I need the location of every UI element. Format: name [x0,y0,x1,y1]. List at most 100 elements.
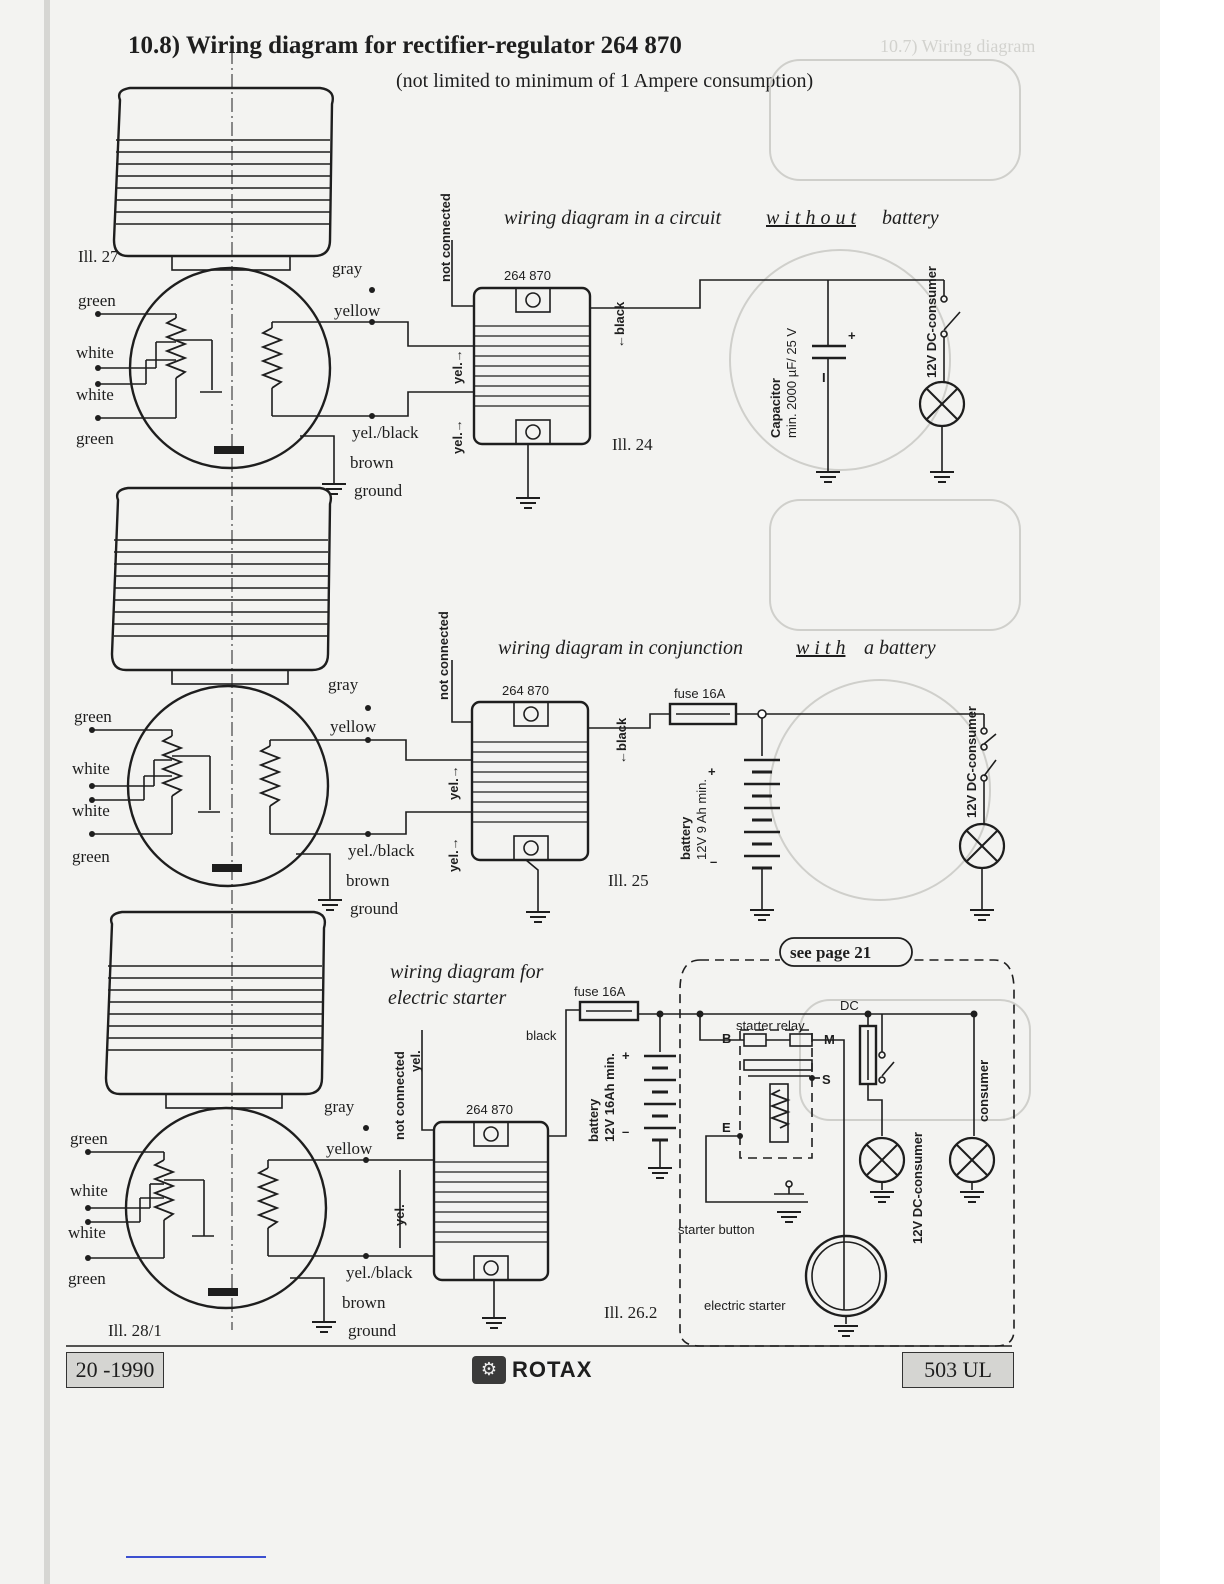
yel-label-nc: yel. [408,1050,423,1072]
diagram-with-battery: green white white green gray yellow yel.… [72,486,1006,923]
link-underline[interactable] [126,1556,266,1558]
svg-text:+: + [708,764,716,779]
stator [85,1106,369,1333]
black-arrow-1: ←black [612,301,627,348]
cylinder-head [110,486,333,685]
stator [89,684,371,911]
svg-text:I: I [822,370,826,385]
electric-starter-label: electric starter [704,1298,786,1313]
not-connected-label-3: not connected [392,1051,407,1140]
battery-label-3a: battery [586,1098,601,1142]
yel-arrow-1: yel.→ [450,349,465,384]
electric-starter-motor [804,1234,888,1337]
diagram-without-battery: Ill. 27 green white white green gray yel… [76,50,966,1330]
fuse-icon [668,702,738,726]
rotax-brand: ⚙ ROTAX [472,1354,592,1386]
consumer-label-1: 12V DC-consumer [924,266,939,378]
fuse-label-2: fuse 16A [674,686,726,701]
wire-ground: ground [354,481,403,500]
heading-without-post: battery [882,207,939,229]
consumer-label-2: 12V DC-consumer [964,706,979,818]
wire-yellow-3: yellow [326,1139,373,1158]
ill-27-label: Ill. 27 [78,247,119,266]
cylinder-head [112,86,334,271]
yel-arrow-2: yel.→ [450,419,465,454]
svg-text:+: + [622,1048,630,1063]
wire-gray-2: gray [328,675,359,694]
starter-relay-label: starter relay [736,1018,805,1033]
wire-white-1: white [76,343,114,362]
ill-28-label: Ill. 28/1 [108,1321,162,1340]
consumer-label-3a: 12V DC-consumer [910,1132,925,1244]
lamp-icon [948,1136,996,1184]
wire-white-3: white [72,759,110,778]
wire-green-3: green [74,707,112,726]
starter-button-label: starter button [678,1222,755,1237]
heading-without-pre: wiring diagram in a circuit [504,207,721,229]
ill-25-label: Ill. 25 [608,871,649,890]
heading-with-pre: wiring diagram in conjunction [498,637,743,659]
stator [95,50,375,1330]
wire-brown: brown [350,453,394,472]
relay-terminal-b: B [722,1031,731,1046]
page-binding-edge [44,0,50,1584]
cylinder-head [104,910,327,1109]
black-label-3: black [526,1028,557,1043]
fuse-icon [578,1000,640,1022]
wire-yellow-2: yellow [330,717,377,736]
page-subtitle: (not limited to minimum of 1 Ampere cons… [396,70,814,92]
not-connected-label-2: not connected [436,611,451,700]
wire-white-4: white [72,801,110,820]
wire-yel-black-2: yel./black [348,841,415,860]
regulator-part-number-3: 264 870 [466,1102,513,1117]
relay-terminal-s: S [822,1072,831,1087]
fuse-label-3: fuse 16A [574,984,626,999]
wire-green-2: green [76,429,114,448]
heading-with-em: w i t h [796,637,845,659]
dc-label: DC [840,998,859,1013]
dc-fuse-switch [858,1014,895,1136]
wire-green-4: green [72,847,110,866]
switch-icon [980,714,997,824]
wire-green-1: green [78,291,116,310]
battery-label-2a: battery [678,816,693,860]
svg-text:–: – [710,854,717,869]
regulator-264870-3 [432,1120,550,1329]
footer-page-number: 20 -1990 [66,1352,164,1388]
ill-26-label: Ill. 26.2 [604,1303,657,1322]
wire-brown-2: brown [346,871,390,890]
wire-yel-black: yel./black [352,423,419,442]
regulator-part-number-2: 264 870 [502,683,549,698]
wire-gray-3: gray [324,1097,355,1116]
not-connected-label-1: not connected [438,193,453,282]
wire-green-6: green [68,1269,106,1288]
wire-yel-black-3: yel./black [346,1263,413,1282]
starter-button-icon [770,1180,808,1223]
yel-arrow-4: yel.→ [446,837,461,872]
yel-arrow-3: yel.→ [446,765,461,800]
svg-text:10.7) Wiring diagram: 10.7) Wiring diagram [880,36,1035,57]
rotax-gear-logo-icon: ⚙ [472,1356,506,1384]
heading-without-em: w i t h o u t [766,207,856,229]
footer-model: 503 UL [902,1352,1014,1388]
ill-24-label: Ill. 24 [612,435,653,454]
black-arrow-2: ←black [614,717,629,764]
switch-icon [940,280,961,382]
wire-brown-3: brown [342,1293,386,1312]
scan-margin [1160,0,1224,1584]
svg-text:–: – [622,1124,629,1139]
page-title: 10.8) Wiring diagram for rectifier-regul… [128,32,682,59]
diagram-electric-starter: green white white green gray yellow yel.… [68,910,1015,1347]
battery-icon: + – [622,1048,676,1142]
regulator-part-number-1: 264 870 [504,268,551,283]
see-page-21-label: see page 21 [790,943,871,962]
yel-label-3: yel. [392,1204,407,1226]
battery-label-2b: 12V 9 Ah min. [694,779,709,860]
regulator-264870-1 [472,286,592,509]
battery-icon: + – [708,758,780,870]
lamp-icon [918,380,966,428]
rotax-wordmark: ROTAX [512,1357,593,1382]
capacitor-icon: + I [812,328,856,385]
